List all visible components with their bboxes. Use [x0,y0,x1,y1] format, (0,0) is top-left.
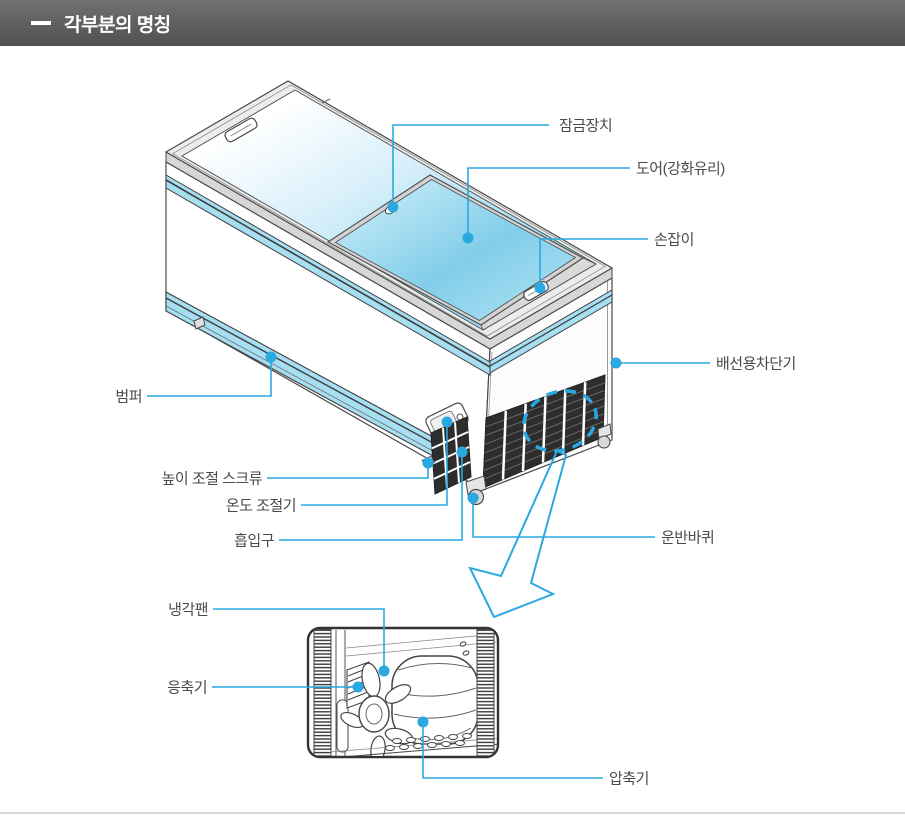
fan-marker-dot [378,665,390,677]
bumper-stripe [165,291,434,457]
detail-left-grille [313,629,332,756]
bumper-marker-dot [265,351,277,363]
label-intake: 흡입구 [234,533,274,550]
label-thermostat: 온도 조절기 [226,498,296,515]
floor-vent-holes [385,733,472,751]
label-compressor: 압축기 [609,771,649,788]
focus-dashed-circle [522,389,598,453]
detail-right-grille [476,629,495,756]
vent-grille-small [430,416,472,495]
label-condenser: 응축기 [167,680,207,697]
door-marker-dot [462,232,474,244]
leader-lines [147,124,710,779]
freezer-body [165,160,613,506]
lock-marker-dot [387,201,399,213]
label-height-screw: 높이 조절 스크류 [162,471,263,488]
title-dash-icon [31,21,51,25]
label-wheel: 운반바퀴 [661,530,714,547]
top-stripe-front [165,174,491,376]
top-stripe-end [489,289,613,374]
zoom-arrow-icon [468,449,568,619]
wheel-marker-dot [467,492,479,504]
section-header: 각부분의 명칭 [0,0,905,46]
leveling-foot-left [193,316,206,330]
label-breaker: 배선용차단기 [716,356,796,373]
detail-pipe [336,699,349,753]
door-handle-left [224,117,258,143]
label-fan: 냉각팬 [168,602,208,619]
cooling-fan [340,662,414,756]
intake-marker-dot [456,446,468,458]
label-bumper: 범퍼 [115,389,142,406]
caster-wheel-right [597,423,612,449]
condenser-marker-dot [352,681,364,693]
handle-marker-dot [534,282,546,294]
label-door: 도어(강화유리) [636,161,725,178]
label-lock: 잠금장치 [559,118,612,135]
bottom-divider [0,812,905,814]
detail-view [306,626,500,759]
label-handle: 손잡이 [654,232,694,249]
breaker-marker-dot [610,357,622,369]
freezer-illustration [164,80,614,506]
compressor-marker-dot [417,716,429,728]
page-title: 각부분의 명칭 [64,14,171,36]
thermostat-marker-dot [441,416,453,428]
part-labels: 잠금장치 도어(강화유리) 손잡이 배선용차단기 범퍼 높이 조절 스크류 온도… [115,118,796,788]
height-screw-marker-dot [422,457,434,469]
